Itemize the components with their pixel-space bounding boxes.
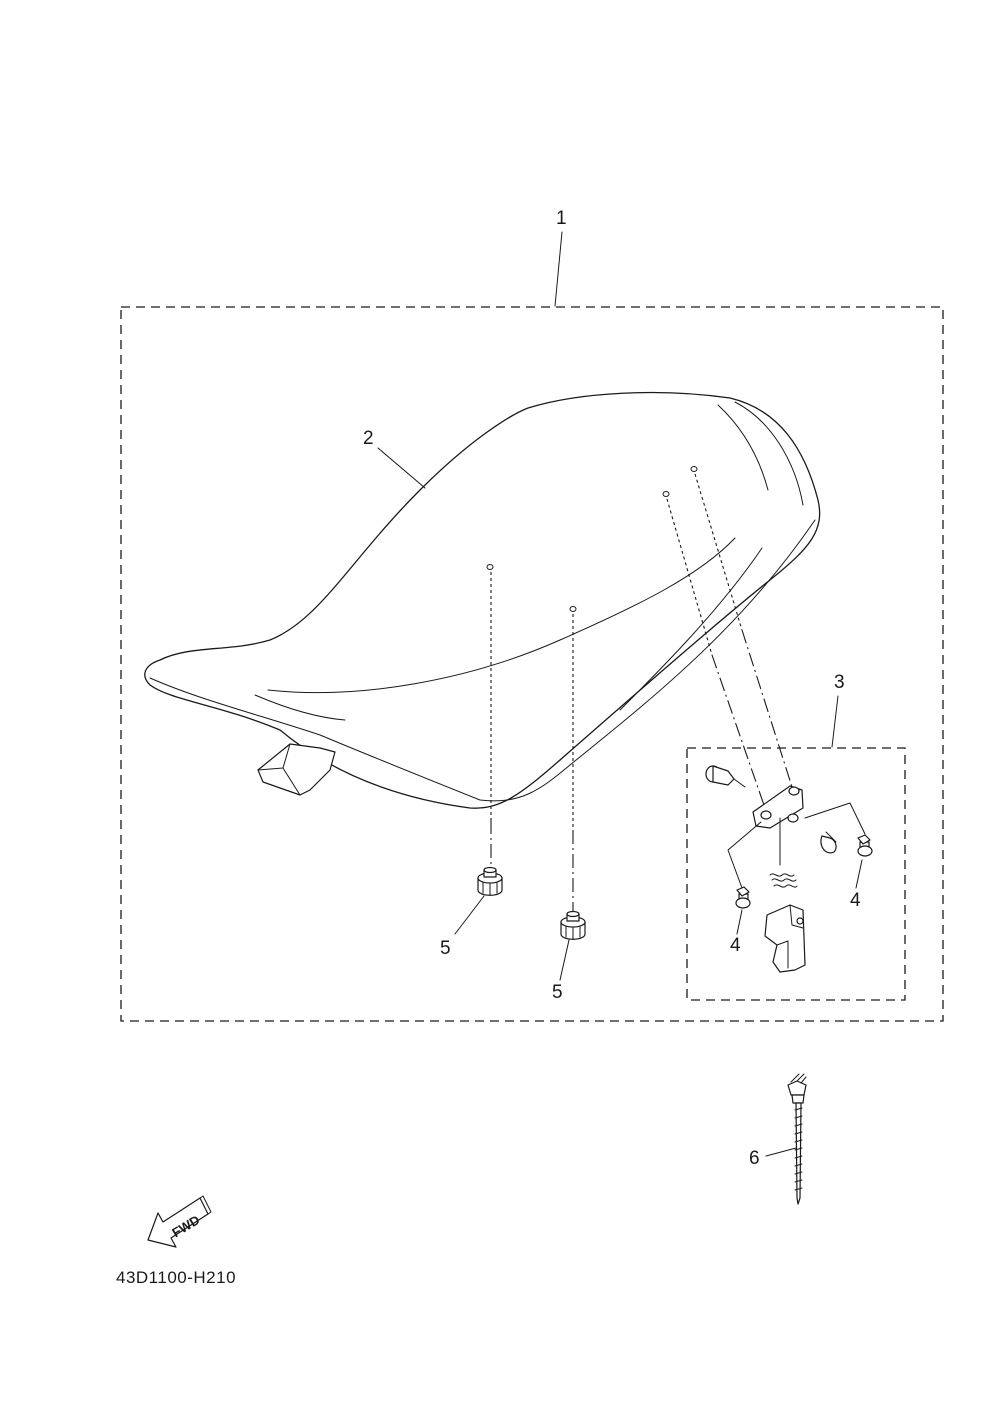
seat-hole bbox=[569, 606, 577, 612]
leader-line-5a bbox=[454, 895, 485, 935]
alignment-line bbox=[694, 473, 743, 631]
lock-assembly-box bbox=[686, 747, 906, 1001]
seat bbox=[144, 391, 821, 809]
callout-2: 2 bbox=[363, 428, 374, 449]
alignment-line bbox=[711, 654, 766, 809]
lock-pin bbox=[705, 765, 746, 788]
callout-6: 6 bbox=[749, 1148, 760, 1169]
diagram-code: 43D1100-H210 bbox=[116, 1268, 236, 1287]
screw-left bbox=[735, 886, 751, 909]
leader-line-2 bbox=[377, 447, 426, 489]
screw-right bbox=[857, 834, 873, 857]
exploded-line bbox=[804, 802, 866, 835]
seat-hole bbox=[662, 491, 670, 497]
seat-hole bbox=[486, 564, 494, 570]
lock-hook bbox=[764, 904, 806, 973]
seat-hole bbox=[690, 466, 698, 472]
leader-line-3 bbox=[831, 695, 839, 748]
alignment-line bbox=[741, 629, 794, 791]
callout-4-right: 4 bbox=[850, 890, 861, 911]
damper-left bbox=[477, 866, 503, 896]
seat-assembly-box bbox=[120, 306, 944, 1022]
callout-1: 1 bbox=[556, 208, 567, 229]
leader-line-6 bbox=[765, 1147, 797, 1157]
damper-right bbox=[560, 910, 586, 940]
callout-3: 3 bbox=[834, 672, 845, 693]
callout-5-right: 5 bbox=[552, 982, 563, 1003]
alignment-line bbox=[666, 498, 713, 656]
leader-line-4a bbox=[736, 909, 743, 935]
callout-4-left: 4 bbox=[730, 935, 741, 956]
leader-line-5b bbox=[559, 939, 570, 981]
callout-5-left: 5 bbox=[440, 938, 451, 959]
lock-spring bbox=[769, 873, 798, 888]
exploded-line bbox=[727, 821, 762, 889]
lock-clip bbox=[820, 831, 837, 854]
lock-bracket bbox=[752, 785, 804, 829]
forward-arrow-icon: FWD bbox=[147, 1195, 212, 1248]
leader-line-4b bbox=[855, 859, 863, 889]
cable-tie bbox=[787, 1073, 807, 1205]
leader-line-1 bbox=[554, 231, 563, 307]
